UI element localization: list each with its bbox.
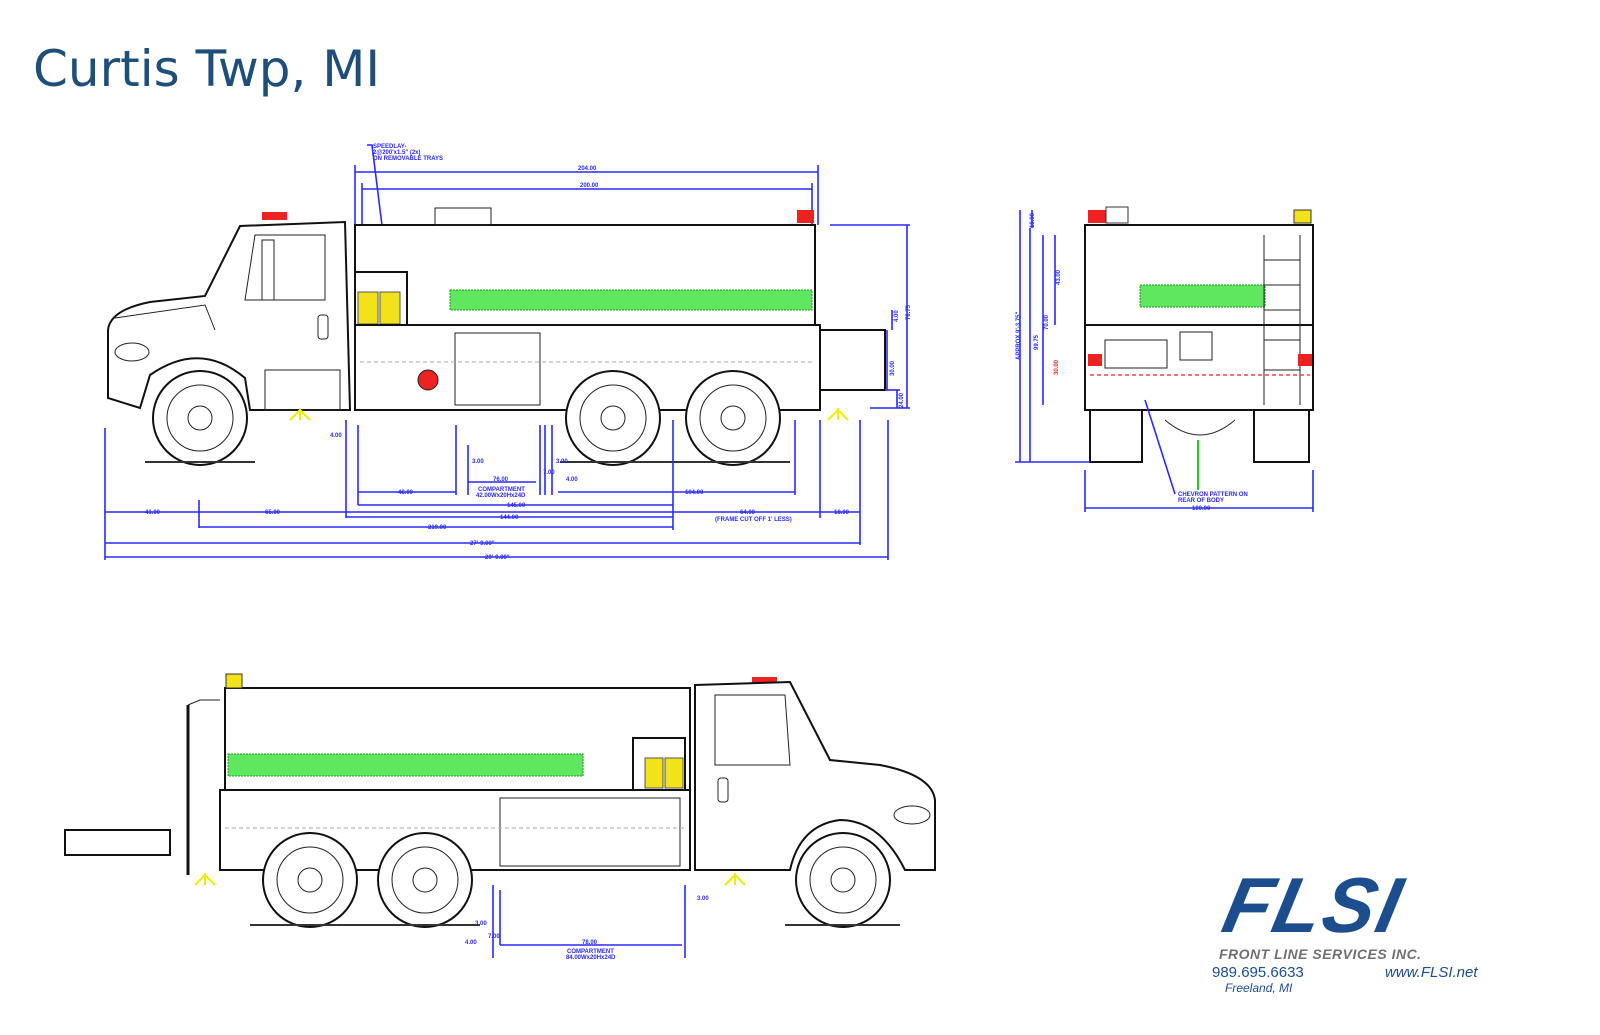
dimension-label: 144.00 (500, 515, 519, 521)
dimension-label: 4.00 (330, 433, 342, 439)
dimension-label: 3.00 (475, 921, 487, 927)
dimension-lines: 3.00 3.00 7.00 4.00 4.00 76.00 48.00 COM… (104, 420, 889, 561)
dimension-label: COMPARTMENT (478, 487, 525, 493)
dimension-label: 4.00 (894, 310, 900, 322)
dimension-label: 48.00 (398, 490, 414, 496)
wheel (565, 370, 661, 466)
dimension-label: 219.00 (428, 525, 447, 531)
flsi-logo: FLSI FRONT LINE SERVICES INC. 989.695.66… (1212, 861, 1515, 1000)
dimension-label: 41.00 (145, 510, 161, 516)
dimension-label: 3.00 (556, 459, 568, 465)
dimension-label: 7.00 (488, 934, 500, 940)
wheel (795, 832, 891, 928)
dimension-label: 104.00 (685, 490, 704, 496)
dimension-label: 78.75 (906, 304, 912, 320)
cab (107, 220, 352, 411)
dimension-label: 30.00 (1054, 359, 1060, 375)
dim-label: 204.00 (578, 166, 597, 172)
logo-brand: FLSI (1215, 861, 1412, 949)
dimension-label: 76.00 (493, 477, 509, 483)
dimension-label: REAR OF BODY (1178, 498, 1224, 504)
dimension-label: 7.00 (543, 470, 555, 476)
warning-light-icon (797, 210, 814, 223)
dimension-label: 18.00 (834, 510, 850, 516)
dimension-label: APPROX 9'-3.75" (1016, 312, 1022, 360)
dimension-label: 84.00Wx20Hx24D (566, 955, 616, 961)
hose-tray (449, 289, 813, 311)
dimension-label: 65.00 (265, 510, 281, 516)
dimension-label: 70.00 (1044, 314, 1050, 330)
rear-view: APPROX 9'-3.75" 99.75 70.00 43.00 18.00 … (1015, 206, 1314, 512)
dim-label: 24.00 (899, 392, 905, 408)
dimension-label: 100.00 (1192, 506, 1211, 512)
logo-phone: 989.695.6633 (1212, 964, 1304, 981)
dimension-label: COMPARTMENT (567, 949, 614, 955)
warning-light-icon (262, 212, 287, 220)
dimension-label: 18.00 (1030, 212, 1036, 228)
dimension-label: 42.00Wx20Hx24D (476, 493, 526, 499)
dimension-label: 43.00 (1056, 269, 1062, 285)
wheel (685, 370, 781, 466)
dim-label: 200.00 (580, 183, 599, 189)
dimension-label: 27'-9.00" (470, 541, 495, 547)
wheel (377, 832, 473, 928)
dimension-label: 3.00 (697, 896, 709, 902)
dimension-label: 64.00 (740, 510, 756, 516)
dimension-label: 29'-9.00" (485, 555, 510, 561)
ladder (1263, 235, 1301, 405)
dimension-label: 30.00 (890, 360, 896, 376)
dimension-label: 4.00 (465, 940, 477, 946)
dimension-label: SPEEDLAY- (373, 144, 406, 150)
dimension-label: CHEVRON PATTERN ON (1178, 492, 1248, 498)
logo-website: www.FLSI.net (1385, 964, 1478, 981)
logo-company: FRONT LINE SERVICES INC. (1219, 946, 1422, 962)
dimension-label: 2@200'x1.5" (2x) (373, 150, 420, 156)
logo-location: Freeland, MI (1225, 981, 1293, 995)
wheel (152, 370, 248, 466)
dimension-label: 3.00 (472, 459, 484, 465)
side-view-driver: SPEEDLAY- 2@200'x1.5" (2x) ON REMOVABLE … (104, 144, 912, 561)
dimension-label: ON REMOVABLE TRAYS (373, 156, 443, 162)
side-view-officer: 3.00 3.00 7.00 4.00 78.00 COMPARTMENT 84… (64, 673, 936, 961)
wheel (262, 832, 358, 928)
dimension-label: 78.00 (582, 940, 598, 946)
page-title: Curtis Twp, MI (33, 40, 381, 98)
hose-tray (227, 753, 584, 777)
dimension-label: 99.75 (1034, 334, 1040, 350)
dimension-label: (FRAME CUT OFF 1' LESS) (715, 517, 792, 523)
dimension-label: 145.00 (507, 503, 526, 509)
dimension-label: 4.00 (566, 477, 578, 483)
cab (694, 680, 936, 871)
